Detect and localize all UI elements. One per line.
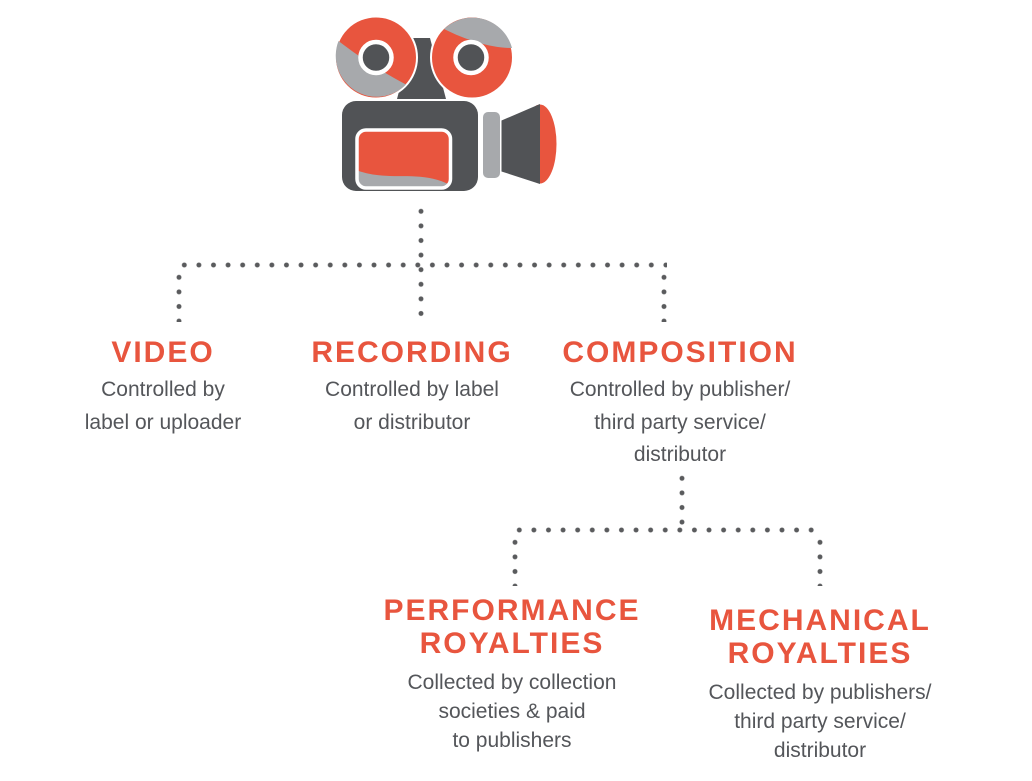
camera-lens-hood xyxy=(483,104,557,184)
body-line: societies & paid xyxy=(438,700,586,723)
node-recording: RECORDING Controlled by label or distrib… xyxy=(292,336,532,439)
body-line: Collected by collection xyxy=(407,671,617,694)
connector-drop-performance xyxy=(512,535,518,586)
connector-level2-horizontal xyxy=(512,527,822,533)
node-recording-body: Controlled by label or distributor xyxy=(292,374,532,439)
left-film-reel-icon xyxy=(334,15,418,100)
node-mechanical-royalties: MECHANICAL ROYALTIES Collected by publis… xyxy=(680,604,960,765)
body-line: Controlled by xyxy=(101,378,225,401)
body-line: label or uploader xyxy=(84,410,242,434)
body-line: or distributor xyxy=(353,410,471,434)
title-line: MECHANICAL xyxy=(709,604,931,637)
connector-drop-composition xyxy=(661,270,667,322)
node-video-title: VIDEO xyxy=(111,336,215,369)
title-line: ROYALTIES xyxy=(727,637,913,670)
body-line: Collected by publishers/ xyxy=(708,681,932,704)
node-performance-body: Collected by collection societies & paid… xyxy=(372,668,652,755)
node-mechanical-body: Collected by publishers/ third party ser… xyxy=(680,678,960,765)
connector-drop-mechanical xyxy=(817,535,823,586)
right-film-reel-icon xyxy=(430,15,514,100)
body-line: third party service/ xyxy=(594,410,766,434)
connector-level1-horizontal xyxy=(177,262,667,268)
node-composition-body: Controlled by publisher/ third party ser… xyxy=(545,374,815,472)
body-line: Controlled by publisher/ xyxy=(569,378,791,401)
node-recording-title: RECORDING xyxy=(311,336,513,369)
node-composition-title: COMPOSITION xyxy=(562,336,798,369)
node-composition: COMPOSITION Controlled by publisher/ thi… xyxy=(545,336,815,472)
node-mechanical-title: MECHANICAL ROYALTIES xyxy=(680,604,960,670)
camera-body xyxy=(342,101,478,191)
body-line: distributor xyxy=(773,739,867,762)
node-video: VIDEO Controlled by label or uploader xyxy=(53,336,273,439)
movie-camera-icon xyxy=(334,15,557,191)
body-line: to publishers xyxy=(452,729,572,752)
title-line: ROYALTIES xyxy=(419,627,605,660)
node-performance-royalties: PERFORMANCE ROYALTIES Collected by colle… xyxy=(372,594,652,755)
node-performance-title: PERFORMANCE ROYALTIES xyxy=(372,594,652,660)
connector-composition-stem xyxy=(679,471,685,528)
node-video-body: Controlled by label or uploader xyxy=(53,374,273,439)
connector-drop-video xyxy=(176,270,182,322)
body-line: distributor xyxy=(633,443,727,466)
title-line: PERFORMANCE xyxy=(383,594,641,627)
body-line: third party service/ xyxy=(734,710,906,733)
body-line: Controlled by label xyxy=(325,378,499,401)
